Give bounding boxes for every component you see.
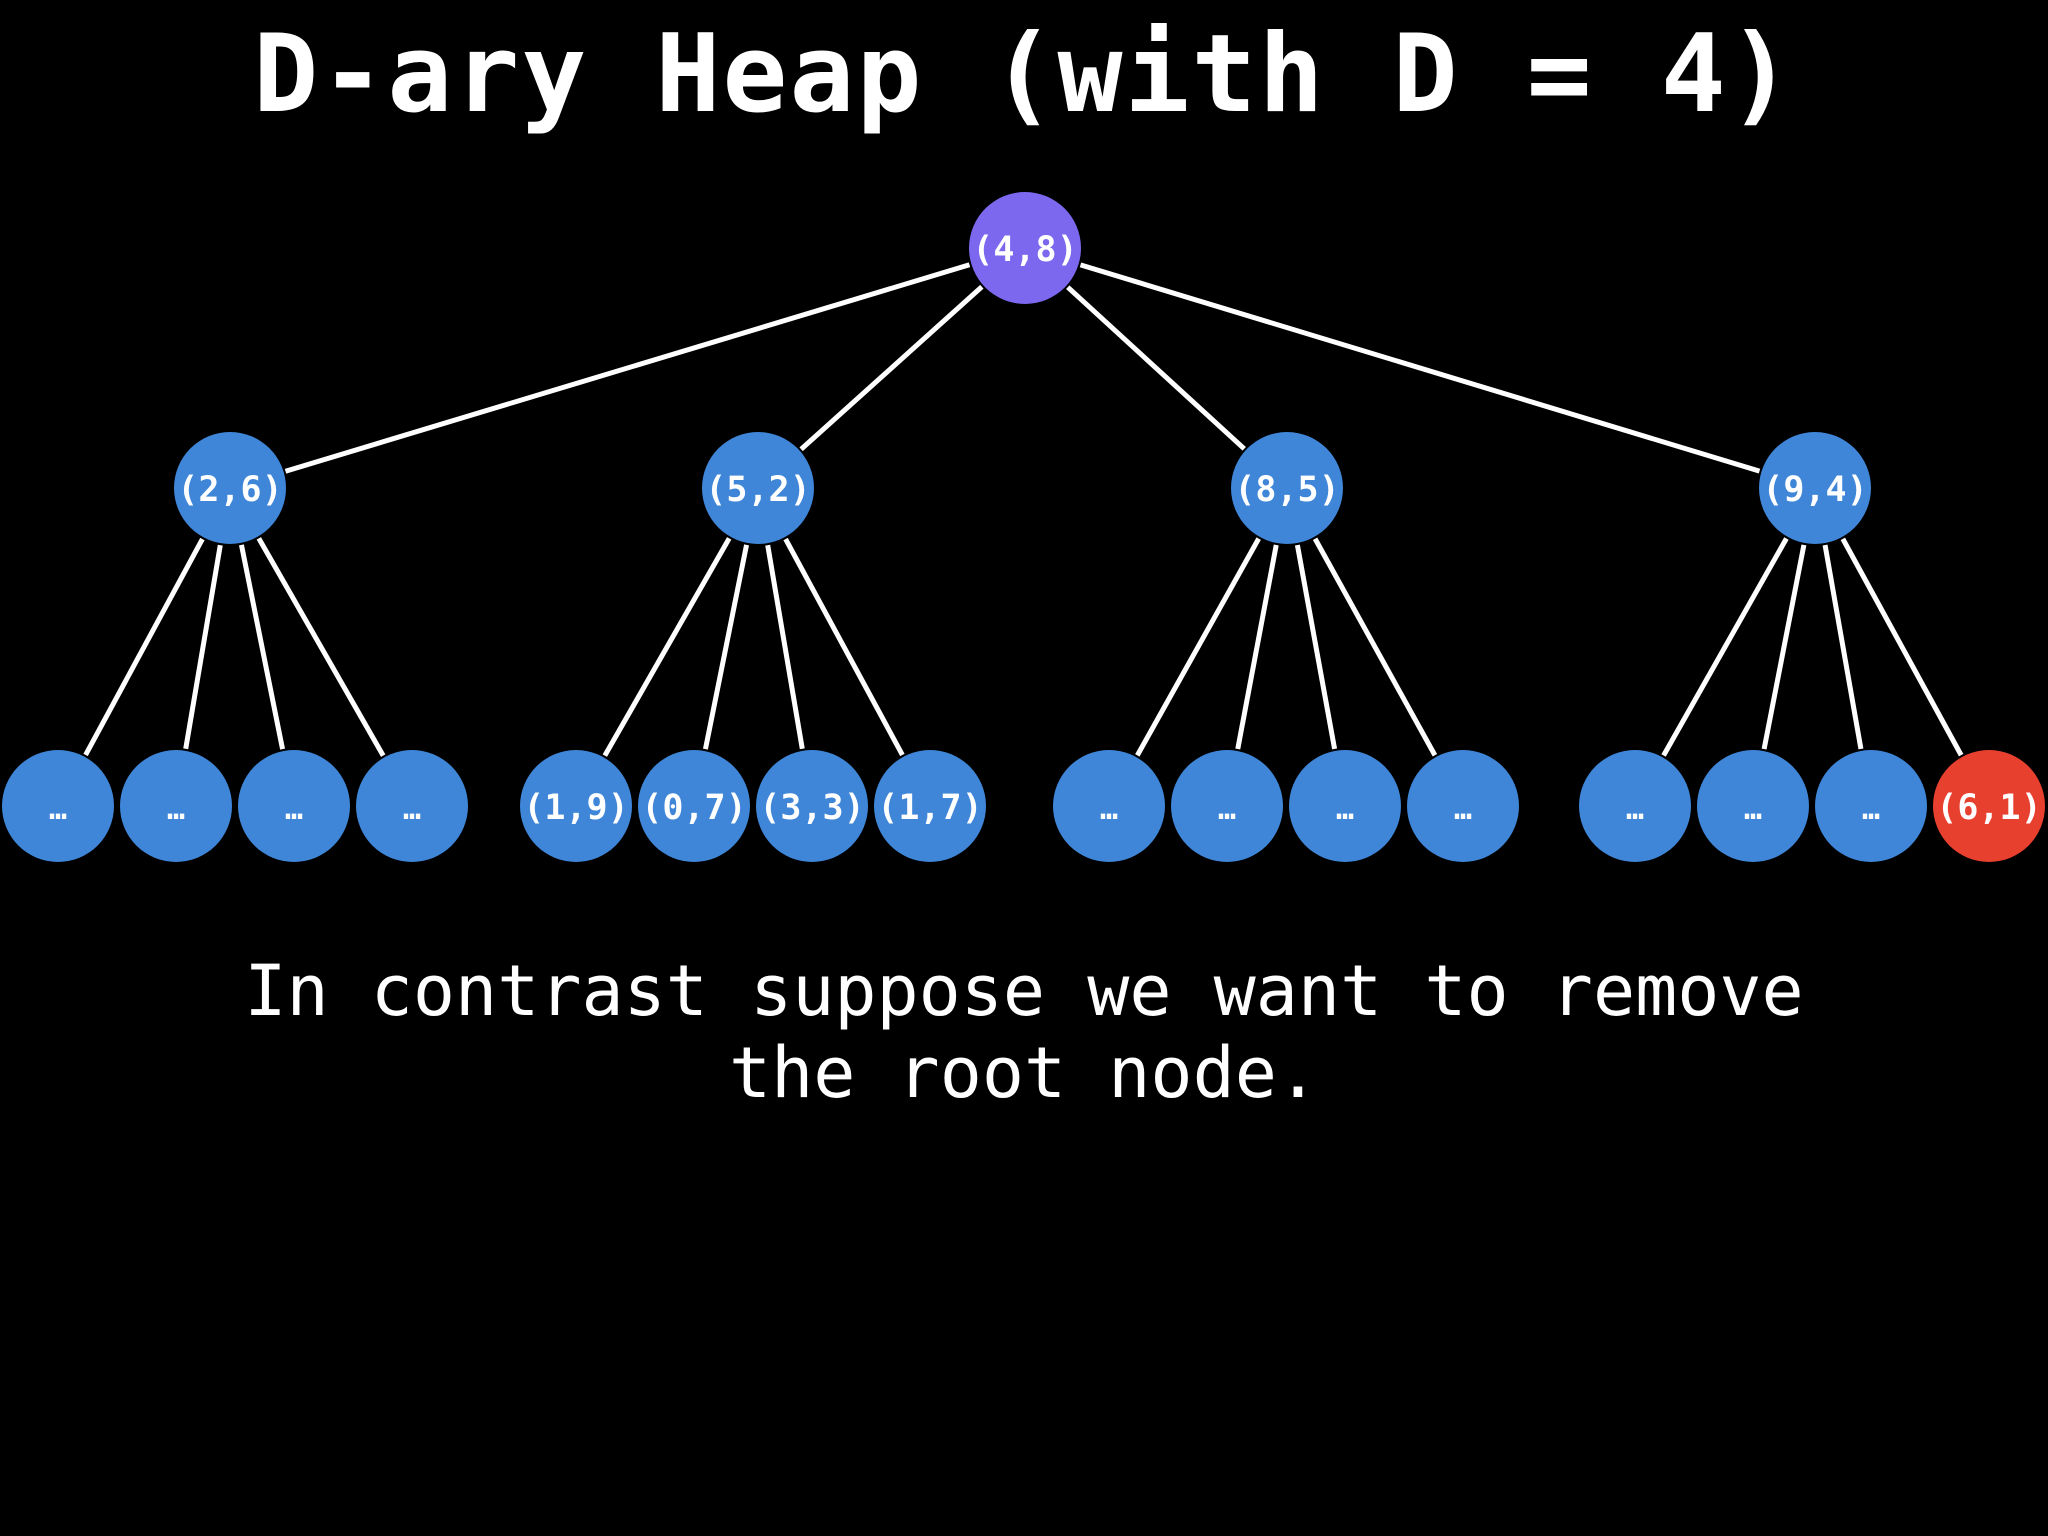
heap-tree-diagram: (4,8) (2,6) (5,2) (8,5) (9,4) … … … … (1,9) (0,7) (…: [2, 192, 2045, 862]
level2-node-1-1-label: …: [49, 792, 67, 827]
edge-1-1: [83, 537, 205, 757]
level2-node-2-2-circle: [638, 750, 750, 862]
level2-node-3-1-label: …: [1100, 792, 1118, 827]
level1-node-4-label: (9,4): [1762, 470, 1867, 510]
level2-node-3-2: …: [1171, 750, 1283, 862]
edge-1-2: [183, 544, 223, 750]
level1-node-3-label: (8,5): [1234, 470, 1339, 510]
edge-2-1: [602, 537, 732, 757]
level2-node-2-4-circle: [874, 750, 986, 862]
edge-2-4: [783, 537, 905, 757]
level2-node-4-1-label: …: [1626, 792, 1644, 827]
level1-node-2-label: (5,2): [705, 470, 810, 510]
edge-4-2: [1761, 544, 1807, 750]
last-node-highlighted-circle: [1933, 750, 2045, 862]
level2-node-2-2-label: (0,7): [641, 788, 746, 828]
edge-root-child-3: [1066, 285, 1246, 451]
level2-node-4-1-circle: [1579, 750, 1691, 862]
level1-node-3: (8,5): [1231, 432, 1343, 544]
edge-2-2: [702, 544, 750, 750]
level2-node-2-3-circle: [756, 750, 868, 862]
level2-node-1-1: …: [2, 750, 114, 862]
level2-node-4-3-label: …: [1862, 792, 1880, 827]
edge-1-3: [238, 544, 286, 750]
root-node-label: (4,8): [972, 230, 1077, 270]
caption-line-1: In contrast suppose we want to remove: [244, 950, 1804, 1032]
edge-3-4: [1312, 537, 1438, 757]
level1-node-1-circle: [174, 432, 286, 544]
edge-3-1: [1135, 537, 1261, 757]
level2-node-3-1-circle: [1053, 750, 1165, 862]
level2-node-1-3-label: …: [285, 792, 303, 827]
level2-node-1-2: …: [120, 750, 232, 862]
level2-node-3-2-circle: [1171, 750, 1283, 862]
level2-node-2-1: (1,9): [520, 750, 632, 862]
level1-node-3-circle: [1231, 432, 1343, 544]
edge-2-3: [765, 544, 805, 750]
caption: In contrast suppose we want to remove th…: [0, 950, 2048, 1114]
edge-3-2: [1235, 544, 1279, 750]
level1-node-2: (5,2): [702, 432, 814, 544]
level2-node-2-3-label: (3,3): [759, 788, 864, 828]
level2-node-3-4-circle: [1407, 750, 1519, 862]
edge-root-child-4: [1079, 262, 1761, 474]
root-node: (4,8): [969, 192, 1081, 304]
level2-node-3-1: …: [1053, 750, 1165, 862]
edge-root-child-1: [284, 262, 971, 474]
level2-node-4-1: …: [1579, 750, 1691, 862]
level2-node-1-2-circle: [120, 750, 232, 862]
level1-node-1-label: (2,6): [177, 470, 282, 510]
level2-node-2-3: (3,3): [756, 750, 868, 862]
last-node-highlighted: (6,1): [1933, 750, 2045, 862]
level2-node-2-4-label: (1,7): [877, 788, 982, 828]
level1-node-1: (2,6): [174, 432, 286, 544]
edge-4-4: [1840, 537, 1964, 757]
last-node-highlighted-label: (6,1): [1936, 788, 2041, 828]
level2-node-2-1-label: (1,9): [523, 788, 628, 828]
level2-node-4-2-circle: [1697, 750, 1809, 862]
level2-node-1-4-label: …: [403, 792, 421, 827]
page-title: D-ary Heap (with D = 4): [253, 12, 1795, 137]
edge-root-child-2: [799, 284, 984, 452]
level2-node-4-2: …: [1697, 750, 1809, 862]
level2-node-2-2: (0,7): [638, 750, 750, 862]
edge-3-3: [1294, 544, 1338, 750]
edge-1-4: [256, 537, 386, 757]
level2-node-3-3-circle: [1289, 750, 1401, 862]
caption-line-2: the root node.: [728, 1032, 1319, 1114]
level1-node-2-circle: [702, 432, 814, 544]
level2-node-3-3: …: [1289, 750, 1401, 862]
level2-node-1-3-circle: [238, 750, 350, 862]
level1-node-4: (9,4): [1759, 432, 1871, 544]
level2-node-1-4: …: [356, 750, 468, 862]
level2-node-4-3: …: [1815, 750, 1927, 862]
level2-node-1-1-circle: [2, 750, 114, 862]
edge-4-1: [1661, 537, 1789, 757]
level2-node-3-3-label: …: [1336, 792, 1354, 827]
level2-node-2-1-circle: [520, 750, 632, 862]
level2-node-3-4-label: …: [1454, 792, 1472, 827]
level2-node-4-3-circle: [1815, 750, 1927, 862]
level2-node-1-2-label: …: [167, 792, 185, 827]
level2-node-3-2-label: …: [1218, 792, 1236, 827]
level1-node-4-circle: [1759, 432, 1871, 544]
level2-node-2-4: (1,7): [874, 750, 986, 862]
level2-node-1-4-circle: [356, 750, 468, 862]
level2-node-4-2-label: …: [1744, 792, 1762, 827]
level2-node-1-3: …: [238, 750, 350, 862]
edge-4-3: [1822, 544, 1864, 750]
level2-node-3-4: …: [1407, 750, 1519, 862]
root-node-circle: [969, 192, 1081, 304]
